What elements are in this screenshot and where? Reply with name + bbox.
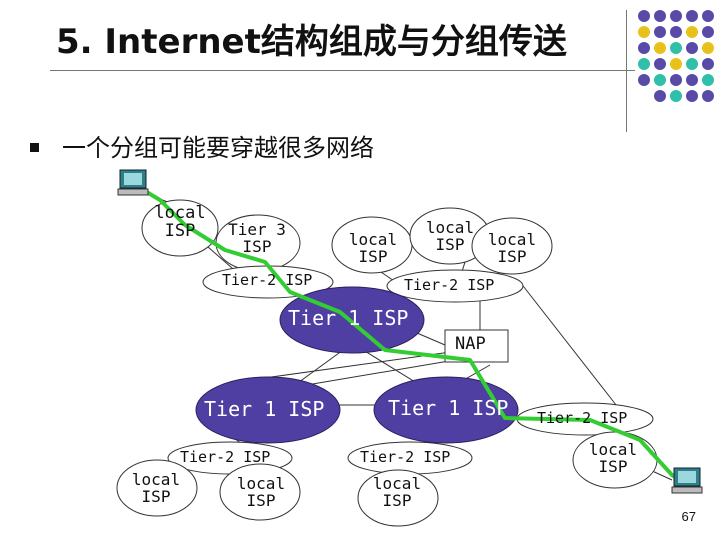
decorative-dot xyxy=(702,74,714,86)
decorative-dot xyxy=(686,42,698,54)
tier2-isp-bottom-mid-label: Tier-2 ISP xyxy=(360,448,451,466)
local-isp-4-shape xyxy=(471,217,553,275)
decorative-dot xyxy=(702,42,714,54)
decorative-dot xyxy=(686,74,698,86)
decorative-dot xyxy=(702,58,714,70)
link xyxy=(519,281,621,411)
decorative-dot xyxy=(654,26,666,38)
decorative-dot xyxy=(654,10,666,22)
decorative-dot xyxy=(654,42,666,54)
decorative-dot xyxy=(670,26,682,38)
tier1-isp-left-shape xyxy=(195,376,341,444)
nap-label: NAP xyxy=(455,334,486,354)
decorative-dot xyxy=(654,90,666,102)
local-isp-6-shape xyxy=(116,459,198,517)
bullet-marker xyxy=(30,143,39,152)
packet-path xyxy=(138,186,682,482)
decorative-dot xyxy=(638,10,650,22)
decorative-dot xyxy=(638,42,650,54)
decorative-dots xyxy=(638,10,718,110)
decorative-dot xyxy=(638,26,650,38)
computer-icon-destination xyxy=(671,467,703,494)
decorative-dot xyxy=(702,90,714,102)
decorative-dot xyxy=(670,10,682,22)
tier1-isp-left-label: Tier 1 ISP xyxy=(204,397,325,421)
decorative-dot xyxy=(670,90,682,102)
decorative-dot xyxy=(654,58,666,70)
tier2-isp-bottom-left-label: Tier-2 ISP xyxy=(180,448,271,466)
title-divider xyxy=(626,10,627,132)
decorative-dot xyxy=(638,74,650,86)
tier2-isp-top-right-label: Tier-2 ISP xyxy=(404,276,495,294)
isp-ellipses xyxy=(116,199,658,527)
local-isp-8-shape xyxy=(357,469,439,527)
decorative-dot xyxy=(702,10,714,22)
computer-icon-source xyxy=(117,169,149,196)
tier1-isp-top-label: Tier 1 ISP xyxy=(288,306,409,330)
tier2-isp-top-left-label: Tier-2 ISP xyxy=(222,271,313,289)
title-underline xyxy=(50,70,635,71)
local-isp-7-shape xyxy=(219,463,301,521)
decorative-dot xyxy=(670,42,682,54)
decorative-dot xyxy=(686,26,698,38)
tier2-isp-right-label: Tier-2 ISP xyxy=(537,409,628,427)
decorative-dot xyxy=(686,58,698,70)
decorative-dot xyxy=(686,10,698,22)
bullet-text: 一个分组可能要穿越很多网络 xyxy=(62,134,374,162)
decorative-dot xyxy=(686,90,698,102)
page-number: 67 xyxy=(681,509,696,524)
decorative-dot xyxy=(702,26,714,38)
tier1-isp-right-shape xyxy=(373,376,519,444)
decorative-dot xyxy=(670,58,682,70)
decorative-dot xyxy=(638,58,650,70)
tier2-isp-top-right-shape xyxy=(386,269,524,303)
decorative-dot xyxy=(654,74,666,86)
local-isp-1-shape xyxy=(141,199,219,257)
decorative-dot xyxy=(670,74,682,86)
tier1-isp-right-label: Tier 1 ISP xyxy=(388,396,509,420)
slide-title: 5. Internet结构组成与分组传送 xyxy=(56,22,567,62)
